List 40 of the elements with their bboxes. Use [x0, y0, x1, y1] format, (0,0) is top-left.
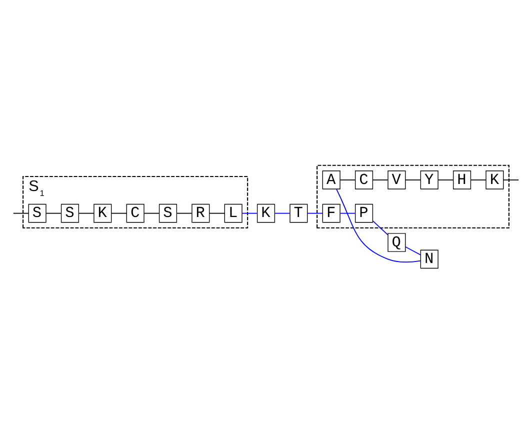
node-box: R — [192, 204, 210, 223]
node-box: L — [224, 204, 242, 223]
connector — [307, 212, 324, 214]
connector — [12, 212, 29, 214]
connector — [144, 212, 160, 214]
node-box: S — [158, 204, 178, 223]
connector — [405, 246, 422, 256]
node-box: P — [354, 204, 374, 223]
node-box: F — [322, 204, 340, 223]
connector — [78, 212, 94, 214]
connector — [176, 212, 192, 214]
node-box: S — [28, 204, 46, 223]
node-box: T — [290, 204, 308, 223]
connector — [242, 212, 258, 214]
node-box: K — [486, 170, 504, 190]
connector — [111, 212, 128, 214]
node-box: N — [420, 250, 438, 269]
connector — [340, 179, 356, 180]
node-box: H — [452, 170, 472, 190]
node-box: S — [60, 204, 80, 223]
node-box: K — [94, 204, 112, 223]
node-box: V — [388, 170, 406, 190]
cluster — [316, 164, 510, 228]
connector — [209, 212, 226, 214]
connector — [372, 220, 388, 236]
connector — [372, 179, 388, 180]
node-box: Y — [420, 170, 438, 190]
node-box: K — [256, 204, 276, 223]
connector — [340, 212, 356, 214]
node-box: A — [322, 170, 340, 190]
connector — [503, 179, 520, 180]
connector — [336, 188, 422, 262]
connector — [470, 179, 486, 180]
connector — [438, 179, 454, 180]
node-box: C — [354, 170, 374, 190]
node-box: Q — [388, 233, 406, 252]
connector — [46, 212, 62, 214]
connector — [405, 179, 422, 180]
connector — [274, 212, 290, 214]
node-box: C — [126, 204, 144, 223]
